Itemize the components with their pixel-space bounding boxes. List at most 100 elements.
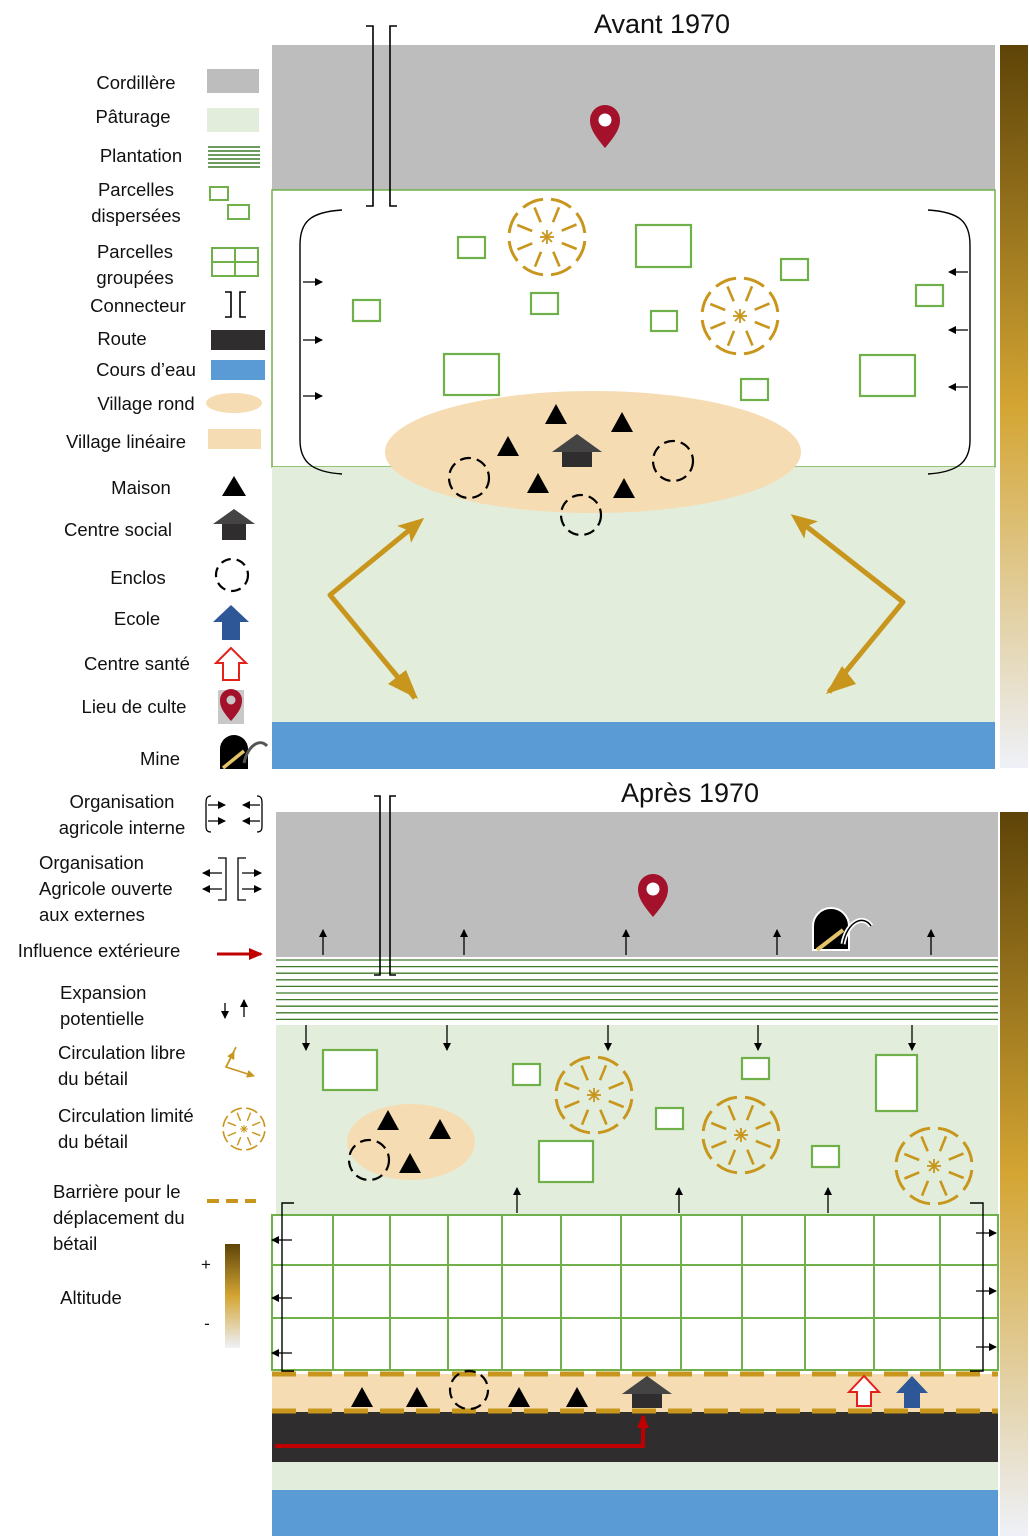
fence-segment [701, 1138, 713, 1160]
fence-segment [222, 1131, 229, 1143]
legend-label-mine: Mine [140, 748, 180, 769]
parcel [779, 257, 810, 282]
limited-circulation-icon [507, 197, 587, 277]
house-icon [508, 1387, 530, 1407]
fence-segment [246, 1144, 258, 1151]
fence-spoke [580, 1064, 589, 1081]
fence-spoke [236, 1136, 242, 1146]
connector-symbol [374, 795, 396, 976]
social-center-icon [622, 1376, 672, 1408]
scattered-parcels [351, 223, 945, 402]
health-center-icon [213, 646, 249, 681]
fence-spoke [903, 1171, 920, 1180]
fence-spoke [561, 241, 578, 251]
fence-spoke [726, 285, 735, 302]
legend-label-village-lineaire: Village linéaire [66, 431, 186, 452]
fence-segment [962, 1141, 974, 1163]
fence-segment [522, 265, 544, 277]
fence-segment [569, 1055, 591, 1067]
school-icon [896, 1376, 928, 1408]
connector-swatch [225, 291, 246, 318]
panel-before [271, 25, 1028, 769]
fence-segment [894, 1141, 906, 1163]
fence-spoke [744, 285, 754, 302]
fence-spoke [236, 1112, 242, 1122]
free-circulation-heads [388, 666, 856, 699]
fence-segment [554, 1098, 566, 1120]
grouped-parcels-grid [272, 1215, 998, 1370]
legend-label-village-rond: Village rond [97, 393, 194, 414]
fence-segment [909, 1194, 931, 1206]
parcel [858, 353, 917, 398]
fence-segment [744, 1163, 766, 1175]
fence-segment [769, 1138, 781, 1160]
grouped-parcels-swatch [211, 247, 259, 277]
parcel [442, 352, 501, 397]
house-icon [351, 1387, 373, 1407]
fence-segment [909, 1126, 931, 1138]
cordillere-swatch [207, 69, 259, 93]
fence-spoke [948, 1170, 965, 1180]
fence-spoke [251, 1121, 261, 1127]
fence-spoke [903, 1152, 920, 1162]
river [272, 722, 995, 769]
fence-segment [554, 1070, 566, 1092]
parcel [810, 1144, 841, 1169]
scattered-parcels-swatch [209, 186, 250, 220]
legend-label-centre-social: Centre social [64, 519, 172, 540]
legend-label-paturage: Pâturage [95, 106, 170, 127]
fence-segment [962, 1169, 974, 1191]
worship-place-icon [590, 105, 620, 148]
round-village [347, 1104, 475, 1180]
fence-segment [701, 1110, 713, 1132]
scattered-parcels [321, 1048, 919, 1184]
fence-spoke [551, 206, 561, 223]
expansion-icon [221, 999, 248, 1019]
enclosure-icon [347, 1138, 391, 1182]
legend-label-enclos: Enclos [110, 567, 166, 588]
parcel [649, 309, 679, 333]
plantation-swatch [208, 146, 260, 168]
limited-circulation-icon [222, 1107, 266, 1151]
fence-spoke [561, 223, 578, 232]
house-icon [377, 1110, 399, 1130]
panel-after [271, 795, 1028, 1536]
fence-segment [230, 1144, 242, 1151]
mine-icon [812, 907, 874, 952]
fence-segment [716, 1163, 738, 1175]
fence-spoke [745, 1104, 755, 1121]
health-center-icon [846, 1374, 882, 1407]
enclosure-icon [448, 1369, 490, 1411]
house-icon [222, 476, 246, 496]
title-after: Après 1970 [621, 778, 759, 808]
enclosure-icon [214, 557, 250, 593]
fence-spoke [709, 302, 726, 312]
connector-symbol [366, 25, 397, 207]
parcel [321, 1048, 379, 1092]
fence-segment [597, 1055, 619, 1067]
corral-center [734, 310, 746, 322]
title-before: Avant 1970 [594, 9, 730, 39]
parcel [740, 1056, 771, 1081]
fence-spoke [710, 1140, 727, 1149]
fence-spoke [710, 1121, 727, 1131]
parcel [634, 223, 693, 269]
fence-segment [522, 197, 544, 209]
fence-spoke [948, 1152, 965, 1161]
fence-spoke [754, 302, 771, 311]
fence-spoke [726, 330, 736, 347]
fence-segment [222, 1115, 229, 1127]
river [272, 1490, 998, 1536]
fence-segment [937, 1194, 959, 1206]
fence-spoke [552, 251, 561, 268]
altitude-bar [1000, 812, 1028, 1536]
pasture-swatch [207, 108, 259, 132]
outward-arrows [271, 1229, 997, 1357]
fence-segment [575, 212, 587, 234]
parcel [351, 298, 382, 323]
